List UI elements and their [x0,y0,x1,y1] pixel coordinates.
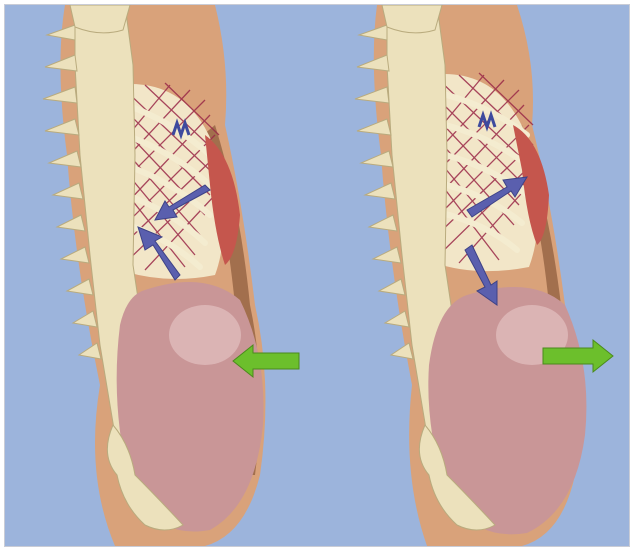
left-anatomy-illustration [5,5,317,546]
right-anatomy-illustration [317,5,629,546]
left-panel [5,5,317,546]
abdomen-highlight [169,305,241,365]
figure-frame [4,4,630,547]
skull-base [70,5,130,33]
skull-base [382,5,442,33]
right-panel [317,5,629,546]
